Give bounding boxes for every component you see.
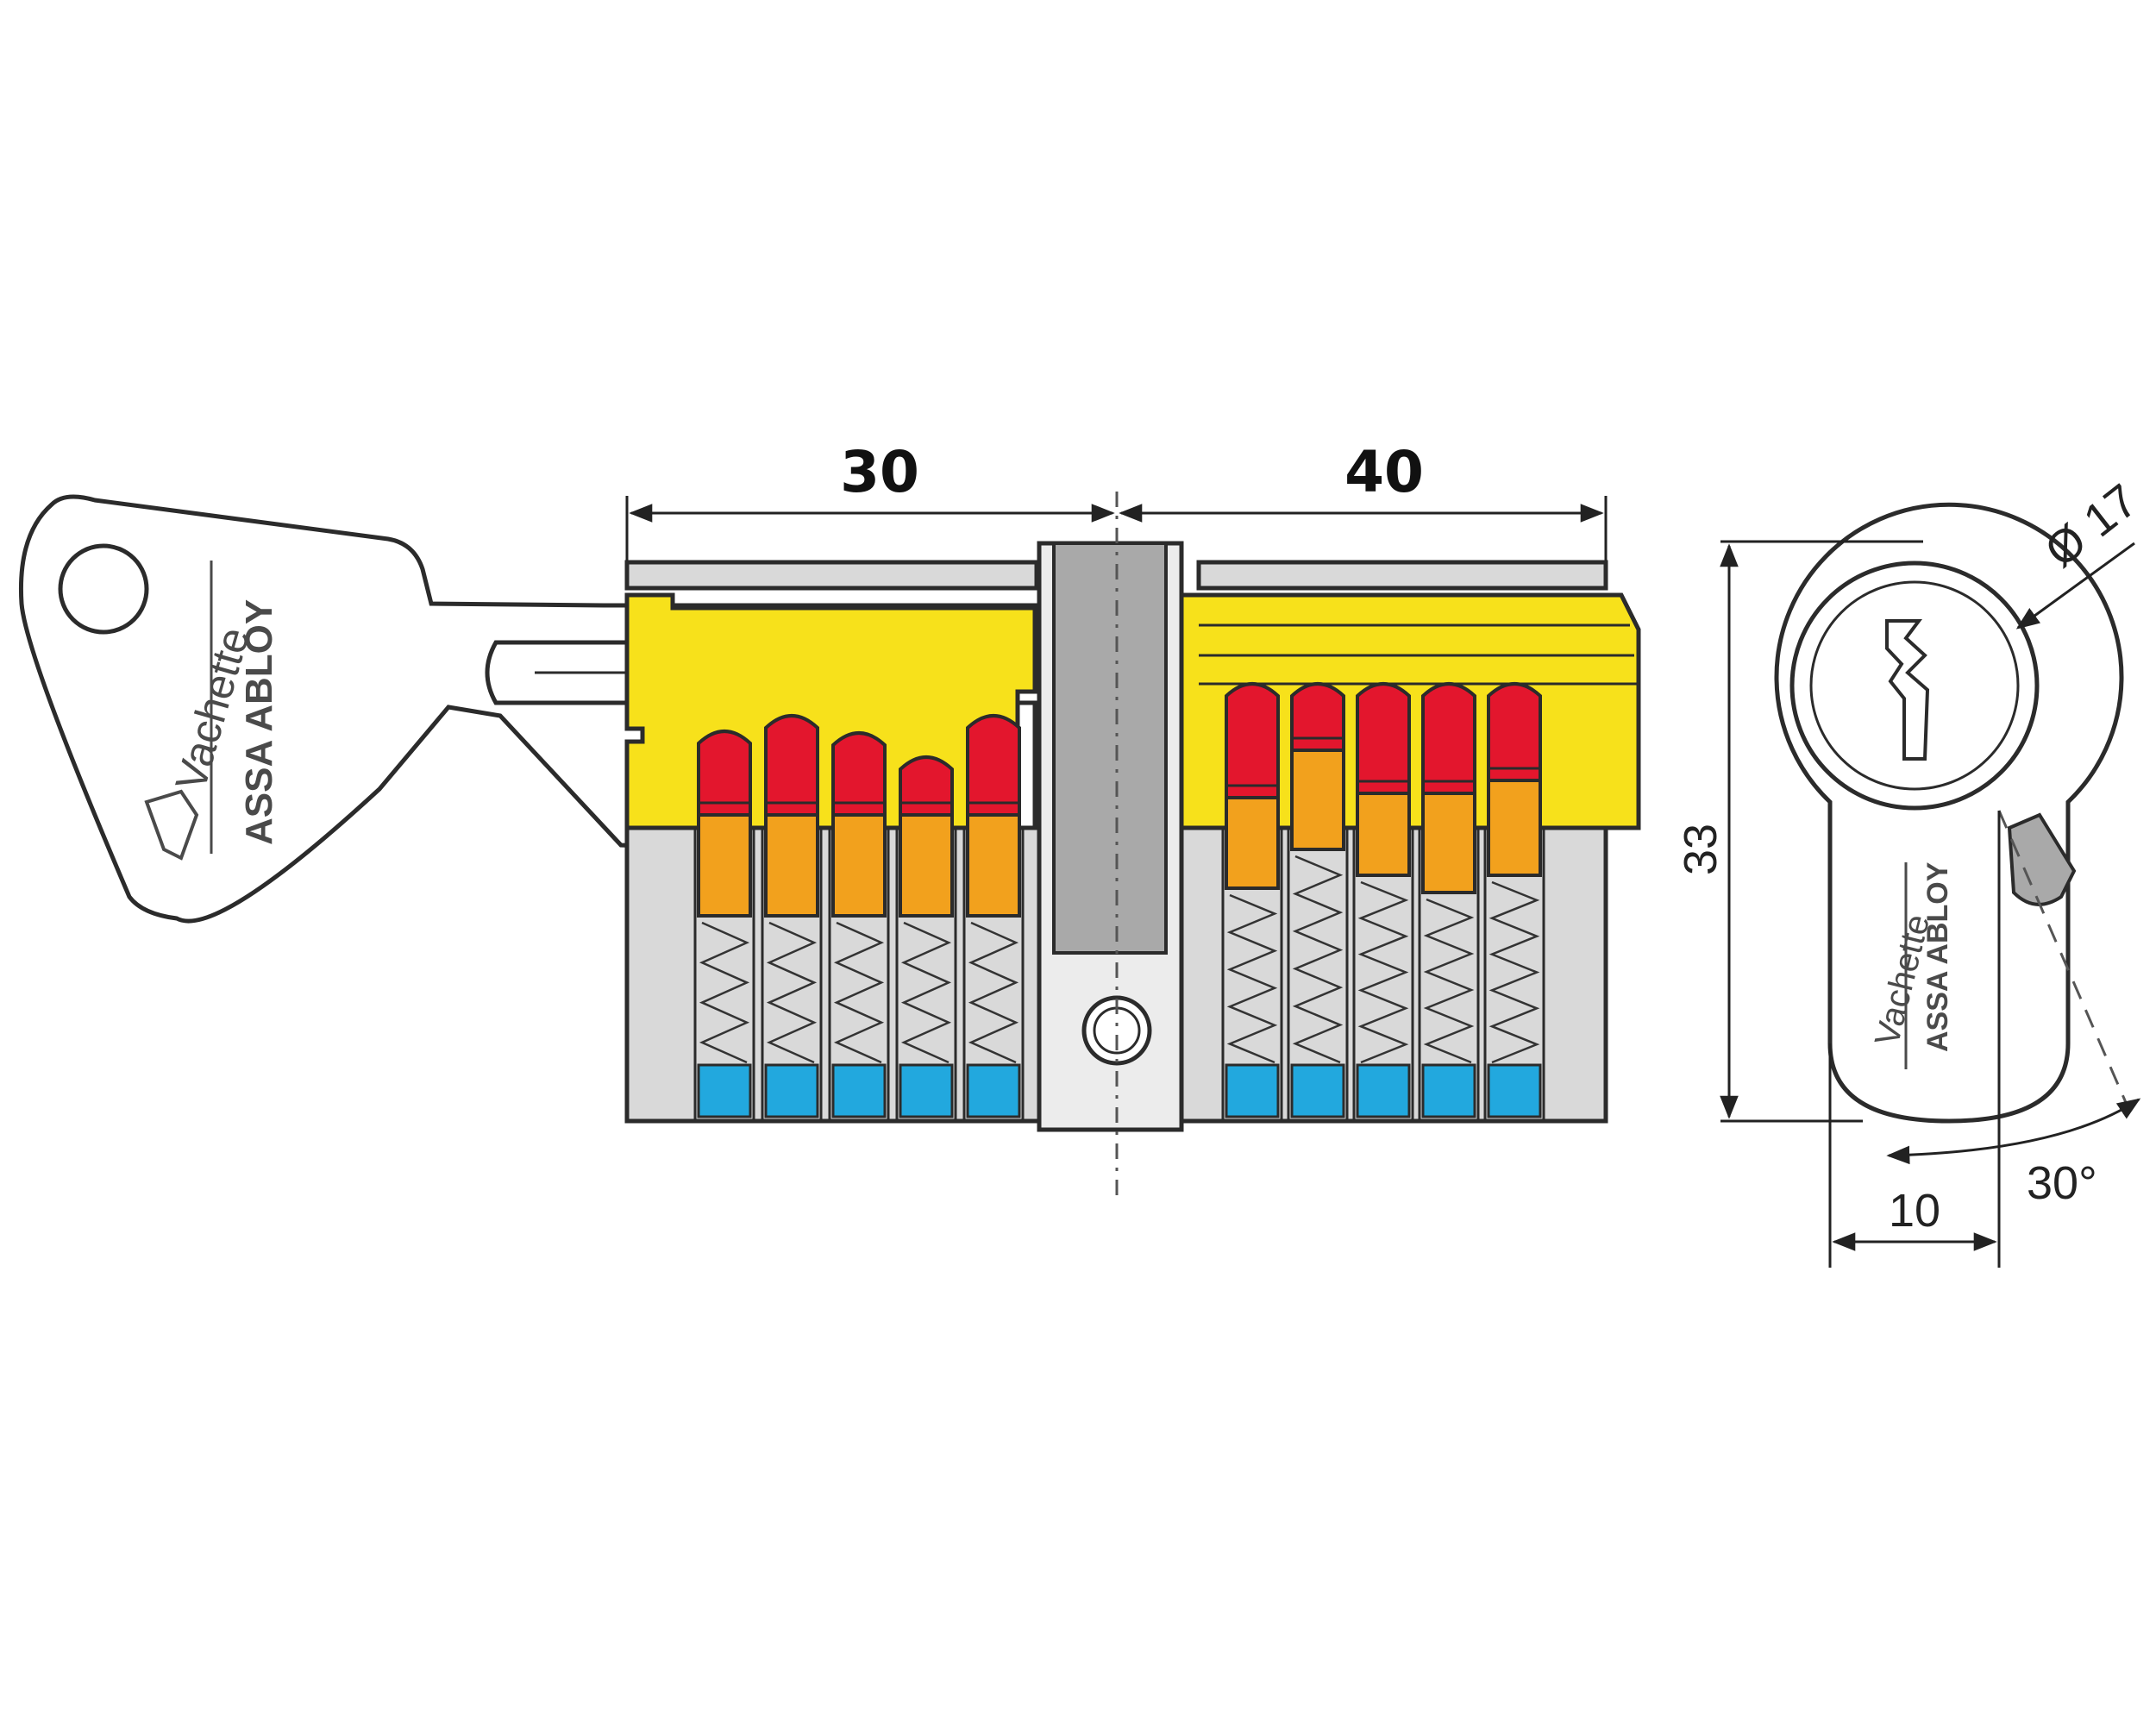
end-view: Vachette ASSA ABLOY 33 Ø 17 10 30° [1675, 474, 2147, 1268]
key-pin [1487, 779, 1542, 877]
length-dimensions: 30 40 [625, 439, 1608, 561]
pin-stack-right-2 [1287, 682, 1349, 1119]
pin-stacks-right [1221, 682, 1545, 1119]
dim-angle: 30° [2027, 1157, 2097, 1209]
dim-height: 33 [1675, 824, 1727, 875]
key-brand-parent: ASSA ABLOY [238, 599, 280, 845]
spring [766, 921, 818, 1064]
driver-pin [1290, 682, 1345, 752]
spring-cap [1487, 1063, 1542, 1118]
keyway-icon [1885, 619, 1930, 761]
pin-stack-left-5 [962, 714, 1025, 1119]
driver-pin [831, 731, 887, 817]
spring [1357, 880, 1409, 1064]
pin-stack-right-4 [1418, 682, 1480, 1119]
spring [1489, 880, 1540, 1064]
pin-stack-left-1 [693, 730, 755, 1119]
cam-tail [2007, 812, 2077, 906]
spring [1423, 898, 1475, 1064]
profile-brand-parent: ASSA ABLOY [1921, 861, 1954, 1052]
spring-cap [764, 1063, 819, 1118]
spring [1292, 855, 1344, 1064]
spring [900, 921, 952, 1064]
spring [1226, 893, 1278, 1064]
spring-cap [1290, 1063, 1345, 1118]
spring-cap [1225, 1063, 1280, 1118]
driver-pin [1356, 682, 1411, 795]
dim-left-length: 30 [840, 439, 919, 505]
driver-pin [697, 730, 752, 817]
spring-cap [831, 1063, 887, 1118]
key-pin [966, 813, 1021, 918]
pin-stack-right-5 [1483, 682, 1545, 1119]
spring-cap [899, 1063, 954, 1118]
spring [833, 921, 885, 1064]
key-pin [1290, 749, 1345, 851]
driver-pin [899, 755, 954, 817]
pin-stack-left-4 [895, 755, 957, 1119]
plug-face-inner [1809, 580, 2020, 791]
driver-pin [966, 714, 1021, 817]
spring-cap [966, 1063, 1021, 1118]
key-pin [764, 813, 819, 918]
key-pin [899, 813, 954, 918]
key-ring-hole [58, 543, 149, 635]
pin-stacks-left [693, 714, 1025, 1119]
spring-cap [1356, 1063, 1411, 1118]
driver-pin [1487, 682, 1542, 782]
spring [699, 921, 750, 1064]
key-pin [1356, 792, 1411, 877]
key-pin [1225, 796, 1280, 890]
driver-pin [1421, 682, 1476, 795]
spring-cap [697, 1063, 752, 1118]
dim-right-length: 40 [1344, 439, 1424, 505]
key-pin [697, 813, 752, 918]
driver-pin [764, 714, 819, 817]
dim-arc-angle [1886, 1098, 2141, 1165]
spring [968, 921, 1019, 1064]
driver-pin [1225, 682, 1280, 799]
pin-stack-right-3 [1352, 682, 1414, 1119]
key-pin [831, 813, 887, 918]
housing-top-right [1196, 560, 1608, 591]
angle-ref-line [1997, 810, 2132, 1113]
dim-line-diameter [2015, 542, 2135, 630]
dim-offset: 10 [1889, 1185, 1940, 1237]
housing-top-left [624, 560, 1039, 591]
plug-right-lines [1199, 623, 1637, 686]
key-shield-logo-icon [144, 789, 199, 861]
pin-stack-right-1 [1221, 682, 1283, 1119]
key-pin [1421, 792, 1476, 894]
cam [1052, 542, 1168, 955]
cylinder-section [624, 492, 1641, 1199]
pin-stack-left-2 [761, 714, 823, 1119]
pin-stack-left-3 [828, 731, 890, 1119]
spring-cap [1421, 1063, 1476, 1118]
